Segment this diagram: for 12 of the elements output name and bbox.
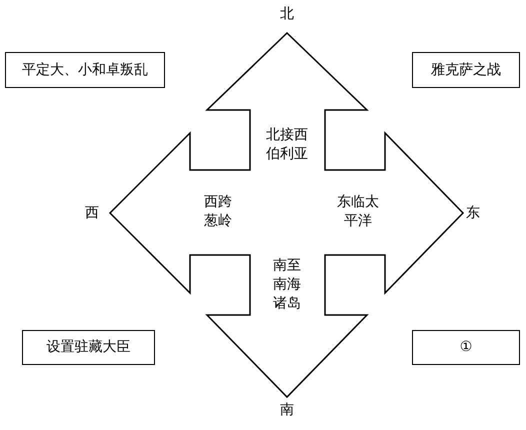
direction-label: 东 bbox=[466, 204, 480, 222]
direction-label: 西 bbox=[85, 204, 99, 222]
direction-label: 北 bbox=[280, 5, 294, 23]
text-box: 设置驻藏大臣 bbox=[22, 330, 155, 365]
arrow-text: 西跨葱岭 bbox=[204, 193, 232, 231]
arrow-text: 南至南海诸岛 bbox=[272, 256, 302, 314]
text-box: 平定大、小和卓叛乱 bbox=[5, 52, 165, 88]
direction-label: 南 bbox=[280, 401, 294, 419]
arrow-text: 北接西伯利亚 bbox=[266, 126, 308, 164]
text-box: 雅克萨之战 bbox=[412, 52, 520, 88]
text-box: ① bbox=[412, 330, 520, 365]
arrow-text: 东临太平洋 bbox=[336, 193, 380, 231]
